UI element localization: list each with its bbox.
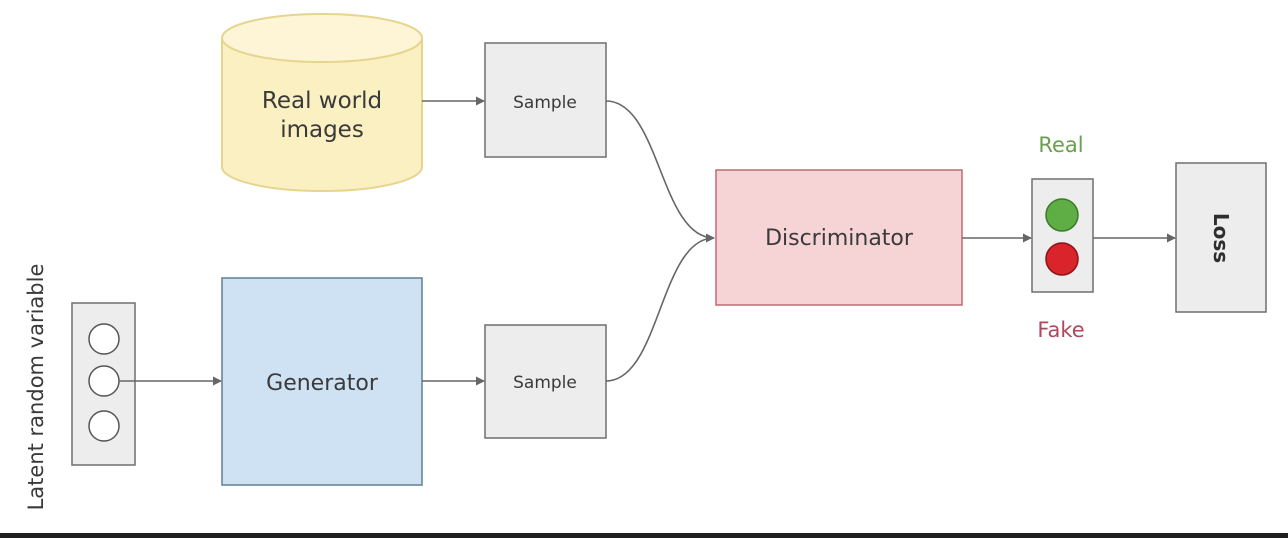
database-top [221,13,423,63]
output-indicator [1031,178,1094,293]
latent-vector [71,302,136,466]
discriminator: Discriminator [715,169,963,306]
sample-bottom-label: Sample [513,373,577,393]
discriminator-box [715,169,963,306]
latent-node-1 [88,323,120,355]
connectors [119,96,1176,386]
fake-output-label: Fake [1037,318,1084,342]
sample-bottom-box [484,324,607,439]
bottom-divider [0,533,1288,538]
sample-top-box [484,42,607,158]
latent-variable-label: Latent random variable [24,264,48,511]
real-images-database: Real world images [221,13,423,192]
loss-label: Loss [1209,213,1233,263]
arrow-sample-bottom-to-discriminator [605,237,715,382]
sample-top-label: Sample [513,93,577,113]
fake-indicator-icon [1045,242,1079,276]
generator: Generator [221,277,423,486]
generator-box [221,277,423,486]
discriminator-label: Discriminator [765,226,914,251]
database-body [221,38,423,192]
sample-top: Sample [484,42,607,158]
generator-label: Generator [266,371,379,396]
real-indicator-icon [1045,198,1079,232]
real-images-label-line2: images [280,117,364,143]
real-output-label: Real [1038,133,1083,157]
loss-box [1175,162,1267,313]
latent-node-2 [88,365,120,397]
arrow-sample-top-to-discriminator [605,100,715,243]
sample-bottom: Sample [484,324,607,439]
loss: Loss [1175,162,1267,313]
real-images-label-line1: Real world [262,88,382,114]
latent-node-3 [88,410,120,442]
